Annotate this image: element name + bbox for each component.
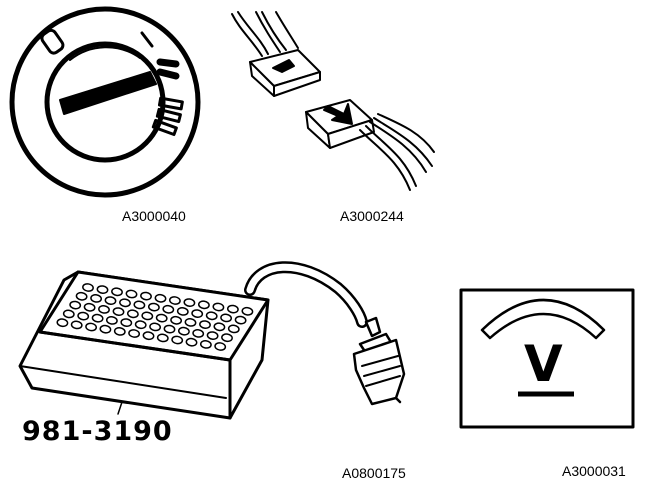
- keypad-key: [85, 322, 98, 332]
- keypad-key: [185, 337, 198, 347]
- keypad-key: [206, 331, 219, 340]
- wire: [231, 13, 263, 57]
- switch-inner-ring: [44, 41, 166, 163]
- voltmeter-frame: [459, 288, 635, 429]
- keypad-key: [184, 318, 197, 327]
- keypad-key: [163, 324, 176, 334]
- keypad-key: [192, 329, 205, 338]
- keypad-key: [205, 311, 218, 321]
- keypad-key: [199, 320, 211, 329]
- keypad-key: [149, 322, 162, 332]
- connector-illustration: [231, 11, 435, 191]
- arrow-up-icon: [272, 59, 295, 73]
- keypad-key: [113, 327, 126, 336]
- keypad-key: [141, 311, 154, 321]
- keypad-key: [82, 283, 94, 292]
- position-III-mark: [151, 96, 184, 137]
- keypad-key: [69, 300, 82, 310]
- keypad-key: [104, 296, 117, 305]
- keypad-key: [125, 289, 138, 299]
- keypad-key: [70, 320, 83, 330]
- keypad-key: [134, 320, 147, 330]
- keypad-key: [177, 326, 190, 336]
- keypad-key: [56, 318, 69, 328]
- keypad-key: [234, 315, 247, 325]
- part-leader-line: [117, 401, 123, 415]
- keypad-key: [99, 324, 112, 334]
- keypad-key: [168, 296, 181, 305]
- caption-a0800175: A0800175: [342, 465, 406, 481]
- keypad-key: [142, 331, 155, 341]
- keypad-key: [91, 313, 104, 323]
- keypad-key: [119, 298, 131, 308]
- keypad-key: [62, 309, 75, 319]
- keypad-key: [226, 304, 239, 314]
- part-number-label: 981-3190: [22, 416, 173, 447]
- keypad-key: [212, 302, 225, 312]
- keypad-key: [98, 305, 110, 314]
- keypad-key: [197, 300, 210, 310]
- keypad-key: [77, 311, 90, 321]
- tester-keypad: [56, 283, 254, 351]
- keypad-key: [120, 318, 133, 327]
- keypad-key: [171, 335, 184, 345]
- voltmeter-scale: [480, 298, 606, 340]
- keypad-key: [96, 285, 109, 294]
- tester-illustration: [18, 261, 406, 420]
- caption-a3000244: A3000244: [340, 208, 404, 224]
- keypad-key: [147, 302, 160, 312]
- position-I-mark: [140, 31, 154, 48]
- voltmeter-illustration: [459, 288, 635, 429]
- ignition-switch-illustration: [9, 6, 201, 198]
- keypad-key: [154, 293, 167, 303]
- keypad-key: [155, 313, 168, 323]
- keypad-key: [199, 340, 212, 349]
- position-0-mark: [40, 28, 65, 55]
- keypad-key: [111, 287, 123, 297]
- keypad-key: [75, 291, 88, 301]
- keypad-key: [83, 302, 96, 312]
- position-II-mark: [156, 58, 180, 80]
- keypad-key: [140, 291, 152, 301]
- keypad-key: [105, 316, 118, 325]
- keypad-key: [133, 300, 146, 310]
- keypad-key: [112, 307, 125, 316]
- keypad-key: [213, 322, 226, 332]
- keypad-key: [128, 329, 141, 338]
- caption-a3000040: A3000040: [122, 208, 186, 224]
- keypad-key: [227, 324, 240, 334]
- keypad-key: [176, 307, 189, 316]
- keypad-key: [191, 309, 204, 318]
- tester-plug: [352, 316, 406, 406]
- keypad-key: [170, 315, 183, 325]
- keypad-key: [183, 298, 196, 307]
- keypad-key: [214, 342, 227, 351]
- caption-a3000031: A3000031: [562, 463, 626, 479]
- keypad-key: [241, 306, 254, 316]
- voltage-symbol: V: [524, 335, 563, 393]
- keypad-key: [220, 313, 233, 323]
- keypad-key: [90, 294, 103, 303]
- switch-outer-ring: [9, 6, 201, 198]
- keypad-key: [156, 333, 169, 343]
- key-slot: [59, 71, 157, 115]
- keypad-key: [162, 304, 175, 314]
- arrow-down-icon: [323, 103, 353, 125]
- keypad-key: [126, 309, 139, 319]
- keypad-key: [221, 333, 233, 343]
